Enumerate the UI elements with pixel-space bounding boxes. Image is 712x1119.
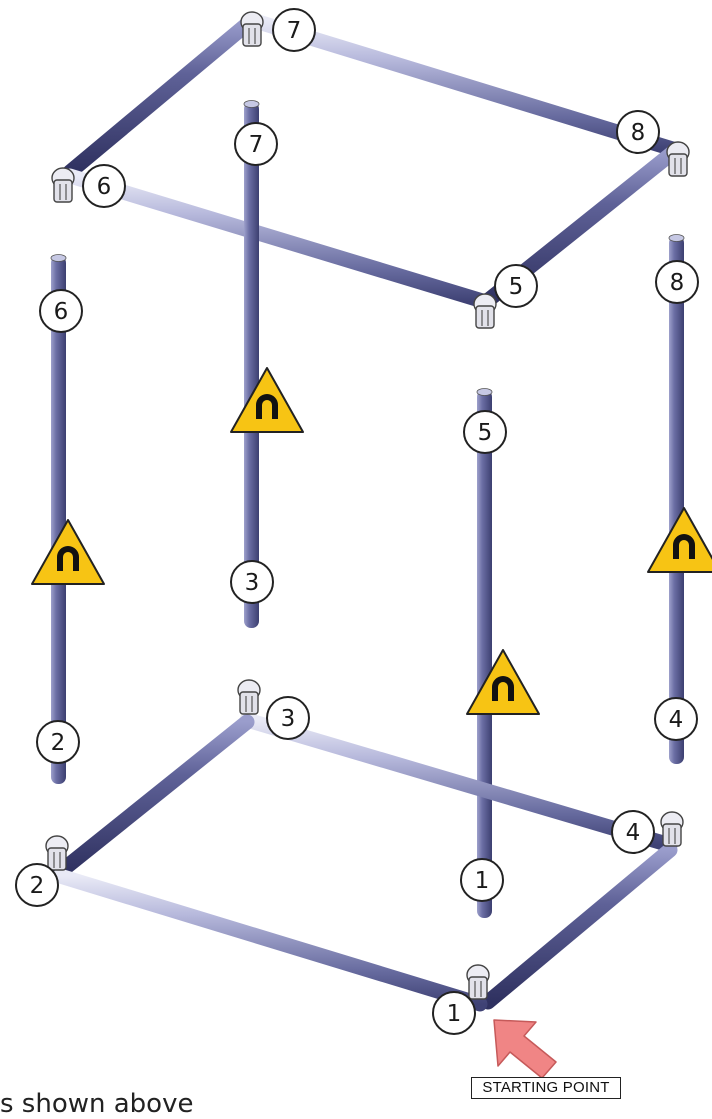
label-number: 1 (447, 1001, 462, 1027)
top-left-tube (62, 12, 260, 180)
bottom-left-tube (52, 714, 255, 880)
bottom-connector-2 (45, 835, 69, 871)
bottom-front-tube (52, 868, 488, 1012)
label-circle: 5 (463, 410, 507, 454)
label-number: 7 (249, 132, 264, 158)
label-circle: 6 (82, 164, 126, 208)
magnet-warning-icon (647, 507, 712, 573)
label-number: 5 (509, 274, 524, 300)
starting-point-label: STARTING POINT (471, 1077, 621, 1099)
magnet-warning-icon (31, 519, 105, 585)
label-number: 8 (670, 270, 685, 296)
label-circle: 3 (230, 560, 274, 604)
label-circle: 2 (36, 720, 80, 764)
upright-top-labels: 7 6 5 8 (39, 122, 699, 454)
start-arrow-icon (493, 1019, 557, 1079)
post-right (668, 234, 685, 764)
top-back-tube (244, 12, 684, 158)
bottom-back-tube (239, 712, 678, 853)
top-front-tube (62, 168, 494, 310)
top-connector-7 (240, 11, 264, 47)
caption-text: s shown above (0, 1089, 194, 1119)
post-back-left (243, 100, 260, 628)
post-left (50, 254, 67, 784)
label-circle: 7 (234, 122, 278, 166)
label-number: 3 (245, 570, 260, 596)
label-circle: 2 (15, 863, 59, 907)
magnet-warning-icon (230, 367, 304, 433)
label-number: 3 (281, 706, 296, 732)
label-number: 2 (51, 730, 66, 756)
top-connector-8 (666, 141, 690, 177)
post-front (476, 388, 493, 918)
label-circle: 6 (39, 289, 83, 333)
bottom-frame-labels: 3 2 4 1 (15, 696, 655, 1035)
label-number: 6 (54, 299, 69, 325)
label-circle: 7 (272, 8, 316, 52)
bottom-frame (45, 679, 684, 1012)
label-circle: 1 (432, 991, 476, 1035)
upright-bottom-labels: 3 2 4 1 (36, 560, 698, 902)
label-number: 1 (475, 868, 490, 894)
top-connector-5 (473, 293, 497, 329)
label-circle: 8 (616, 110, 660, 154)
top-frame (51, 11, 690, 329)
bottom-right-tube (480, 842, 678, 1010)
label-number: 8 (631, 120, 646, 146)
label-circle: 4 (654, 697, 698, 741)
label-number: 6 (97, 174, 112, 200)
label-circle: 3 (266, 696, 310, 740)
label-number: 2 (30, 873, 45, 899)
top-connector-6 (51, 167, 75, 203)
label-number: 5 (478, 420, 493, 446)
top-frame-labels: 7 8 6 5 (82, 8, 660, 308)
label-circle: 1 (460, 858, 504, 902)
label-circle: 8 (655, 260, 699, 304)
label-number: 4 (626, 820, 641, 846)
label-number: 7 (287, 18, 302, 44)
bottom-connector-1 (466, 964, 490, 1000)
bottom-connector-4 (660, 811, 684, 847)
label-circle: 5 (494, 264, 538, 308)
label-number: 4 (669, 707, 684, 733)
bottom-connector-3 (237, 679, 261, 715)
label-circle: 4 (611, 810, 655, 854)
